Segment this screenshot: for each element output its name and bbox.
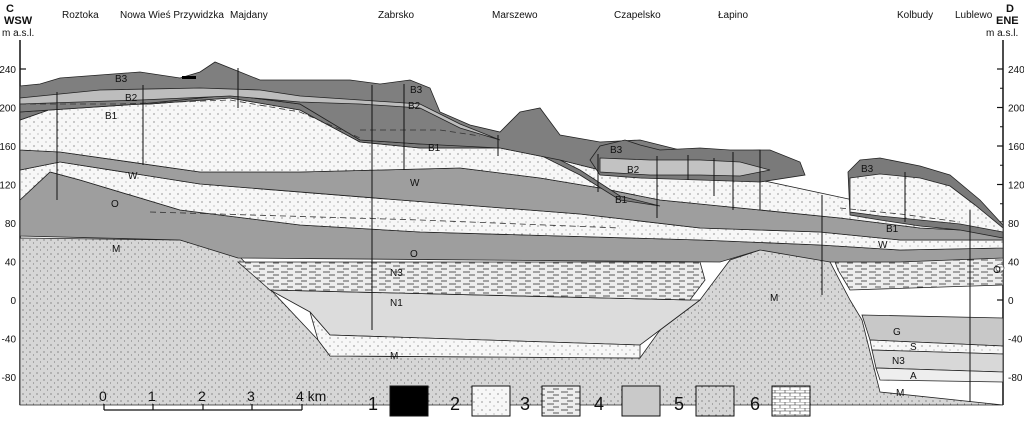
- legend-num-2: 2: [450, 394, 460, 414]
- right-axis-tick-label: 40: [1008, 258, 1020, 269]
- label-n3-b: N3: [892, 356, 905, 367]
- label-g-a: G: [893, 327, 901, 338]
- section-body: B3 B2 B1 B3 B2 B1 B3 B2 B1 B3 B1 W W W O…: [19, 61, 1005, 406]
- layer-b1-kolbudy: [849, 173, 1004, 233]
- legend-num-5: 5: [674, 394, 684, 414]
- legend-num-4: 4: [594, 394, 604, 414]
- legend-swatch-3: [541, 385, 581, 417]
- scale-tick-1: 1: [148, 388, 156, 404]
- legend-swatch-2: [471, 385, 511, 417]
- label-n1-a: N1: [390, 298, 403, 309]
- layer-b2-czapelsko: [599, 157, 771, 177]
- left-axis-tick-label: 120: [0, 181, 16, 192]
- right-axis-tick-label: -80: [1008, 373, 1023, 384]
- label-m-a: M: [112, 244, 120, 255]
- label-b1-a: B1: [105, 111, 118, 122]
- scale-tick-2: 2: [198, 388, 206, 404]
- label-m-d: M: [896, 388, 904, 399]
- layer-black-mark: [182, 76, 196, 79]
- label-m-c: M: [770, 293, 778, 304]
- legend-swatch-5: [695, 385, 735, 417]
- label-b3-b: B3: [410, 85, 423, 96]
- boreholes: [56, 68, 971, 402]
- label-b3-c: B3: [610, 145, 623, 156]
- legend-swatch-6: [771, 385, 811, 417]
- left-axis-letter: C: [6, 3, 14, 15]
- legend-num-1: 1: [368, 394, 378, 414]
- left-axis-tick-label: 0: [10, 296, 16, 307]
- right-axis-tick-label: 240: [1008, 65, 1024, 76]
- left-axis-tick-label: -80: [2, 373, 17, 384]
- label-a-a: A: [910, 371, 917, 382]
- place-lublewo: Lublewo: [955, 10, 993, 21]
- label-b1-d: B1: [886, 224, 899, 235]
- layer-labels: B3 B2 B1 B3 B2 B1 B3 B2 B1 B3 B1 W W W O…: [105, 74, 1001, 399]
- label-m-b: M: [390, 351, 398, 362]
- layer-n3: [236, 261, 706, 301]
- label-b2-b: B2: [408, 101, 421, 112]
- label-b1-c: B1: [615, 195, 628, 206]
- scale-bar: 0 1 2 3 4 km: [99, 388, 326, 411]
- label-s-a: S: [910, 342, 917, 353]
- label-o-c: O: [993, 265, 1001, 276]
- right-axis-unit: m a.s.l.: [986, 28, 1018, 39]
- layer-b2: [19, 87, 501, 141]
- right-axis-tick-label: -40: [1008, 335, 1023, 346]
- place-majdany: Majdany: [230, 10, 268, 21]
- left-axis-tick-label: -40: [2, 335, 17, 346]
- legend: 1 2 3 4 5 6: [368, 385, 811, 417]
- label-b3-d: B3: [861, 164, 874, 175]
- right-axis-tick-label: 80: [1008, 219, 1020, 230]
- scale-end-label: 4 km: [296, 388, 326, 404]
- label-w-a: W: [128, 171, 138, 182]
- label-b2-a: B2: [125, 93, 138, 104]
- scale-tick-0: 0: [99, 388, 107, 404]
- brick-mark: [995, 263, 1005, 273]
- left-axis-tick-label: 240: [0, 65, 16, 76]
- label-n3-a: N3: [390, 268, 403, 279]
- right-axis-tick-label: 0: [1008, 296, 1014, 307]
- place-czapelsko: Czapelsko: [614, 10, 661, 21]
- place-marszewo: Marszewo: [492, 10, 538, 21]
- scale-tick-3: 3: [247, 388, 255, 404]
- legend-num-6: 6: [750, 394, 760, 414]
- left-axis-tick-label: 80: [5, 219, 17, 230]
- label-b3-a: B3: [115, 74, 128, 85]
- label-w-c: W: [878, 240, 888, 251]
- label-b1-b: B1: [428, 143, 441, 154]
- right-axis-tick-label: 160: [1008, 142, 1024, 153]
- left-axis-tick-label: 40: [5, 258, 17, 269]
- left-axis-tick-label: 160: [0, 142, 16, 153]
- label-o-b: O: [410, 249, 418, 260]
- legend-swatch-1: [389, 385, 429, 417]
- label-w-b: W: [410, 178, 420, 189]
- layer-m: [19, 237, 1004, 406]
- layer-n1-lower: [309, 311, 641, 359]
- left-axis-tick-label: 200: [0, 104, 16, 115]
- place-nowa-wies-przywidzka: Nowa Wieś Przywidzka: [120, 10, 224, 21]
- legend-num-3: 3: [520, 394, 530, 414]
- place-kolbudy: Kolbudy: [897, 10, 933, 21]
- left-axis-direction: WSW: [4, 15, 33, 27]
- label-b2-c: B2: [627, 165, 640, 176]
- legend-swatch-4: [621, 385, 661, 417]
- right-axis-direction: ENE: [996, 15, 1019, 27]
- right-axis-letter: D: [1006, 3, 1014, 15]
- place-names: Roztoka Nowa Wieś Przywidzka Majdany Zab…: [62, 10, 993, 21]
- place-roztoka: Roztoka: [62, 10, 99, 21]
- left-axis-unit: m a.s.l.: [2, 28, 34, 39]
- place-lapino: Łapino: [718, 10, 748, 21]
- layer-a: [875, 367, 1004, 383]
- right-axis-tick-label: 120: [1008, 181, 1024, 192]
- label-o-a: O: [111, 199, 119, 210]
- place-zabrsko: Zabrsko: [378, 10, 415, 21]
- right-axis-tick-label: 200: [1008, 104, 1024, 115]
